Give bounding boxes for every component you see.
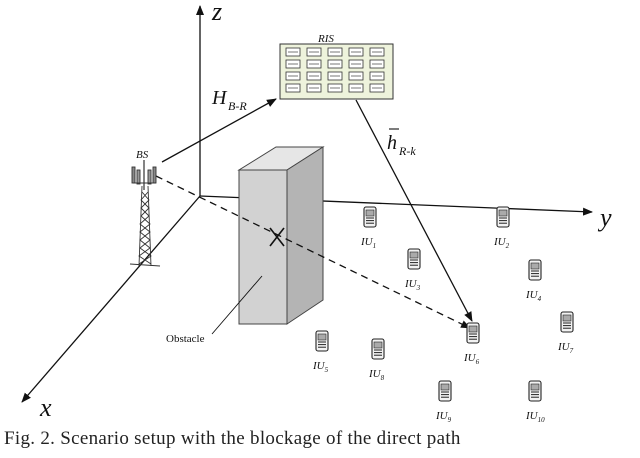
user-4: IU4 <box>525 259 542 303</box>
svg-text:R-k: R-k <box>398 144 416 158</box>
ris-element <box>348 71 364 81</box>
phone-icon <box>466 322 480 344</box>
user-label: IU10 <box>525 410 545 424</box>
obstacle: Obstacle <box>166 146 325 345</box>
obstacle-side-face <box>286 146 324 325</box>
phone-icon <box>528 259 542 281</box>
ris-user-channel-label: h R-k <box>387 128 416 158</box>
blocked-direct-path <box>155 175 471 329</box>
user-6: IU6 <box>463 322 480 366</box>
bs-ris-link <box>161 98 277 163</box>
ris-element <box>348 59 364 69</box>
user-label: IU7 <box>557 341 574 355</box>
y-axis-label: y <box>597 203 612 232</box>
user-label: IU5 <box>312 360 329 374</box>
ris-panel: RIS <box>279 33 394 100</box>
figure-caption: Fig. 2. Scenario setup with the blockage… <box>4 428 461 449</box>
user-8: IU8 <box>368 338 385 382</box>
ris-element <box>285 83 301 93</box>
phone-icon <box>363 206 377 228</box>
user-label: IU3 <box>404 278 421 292</box>
user-5: IU5 <box>312 330 329 374</box>
ris-element <box>369 59 385 69</box>
x-axis-line <box>21 195 201 403</box>
user-label: IU9 <box>435 410 452 424</box>
ris-element <box>369 83 385 93</box>
phone-icon <box>315 330 329 352</box>
z-axis-label: z <box>211 0 222 26</box>
ris-element <box>285 59 301 69</box>
phone-icon <box>528 380 542 402</box>
ris-element <box>327 71 343 81</box>
blocked-cross-icon <box>269 227 285 247</box>
phone-icon <box>407 248 421 270</box>
user-label: IU2 <box>493 236 510 250</box>
ris-element <box>348 47 364 57</box>
user-9: IU9 <box>435 380 452 424</box>
ris-element <box>306 71 322 81</box>
phone-icon <box>438 380 452 402</box>
svg-text:h: h <box>387 132 397 154</box>
ris-element <box>285 71 301 81</box>
ris-element <box>306 47 322 57</box>
ris-user-link <box>355 99 473 322</box>
ris-element <box>306 83 322 93</box>
x-axis-label: x <box>39 393 52 422</box>
ris-element <box>306 59 322 69</box>
user-7: IU7 <box>557 311 574 355</box>
svg-text:B-R: B-R <box>228 99 247 113</box>
ris-element <box>369 47 385 57</box>
bs-ris-channel-label: H B-R <box>211 87 247 113</box>
user-label: IU1 <box>360 236 376 250</box>
obstacle-leader-line <box>211 275 263 335</box>
ris-element <box>327 59 343 69</box>
svg-text:H: H <box>211 87 228 109</box>
phone-icon <box>560 311 574 333</box>
phone-icon <box>371 338 385 360</box>
ris-element <box>285 47 301 57</box>
scenario-diagram: z y x Obstacle H B-R h R-k RIS <box>21 0 612 424</box>
user-1: IU1 <box>360 206 377 250</box>
tower-icon <box>129 160 161 267</box>
user-3: IU3 <box>404 248 421 292</box>
user-label: IU4 <box>525 289 542 303</box>
ris-label: RIS <box>317 33 334 45</box>
ris-element <box>348 83 364 93</box>
user-2: IU2 <box>493 206 510 250</box>
base-station: BS <box>129 149 161 267</box>
user-10: IU10 <box>525 380 545 424</box>
user-label: IU8 <box>368 368 385 382</box>
ris-element <box>327 47 343 57</box>
ris-element <box>327 83 343 93</box>
ris-element <box>369 71 385 81</box>
obstacle-label: Obstacle <box>166 333 205 345</box>
phone-icon <box>496 206 510 228</box>
user-label: IU6 <box>463 352 480 366</box>
bs-label: BS <box>136 149 149 161</box>
obstacle-front-face <box>238 169 288 325</box>
